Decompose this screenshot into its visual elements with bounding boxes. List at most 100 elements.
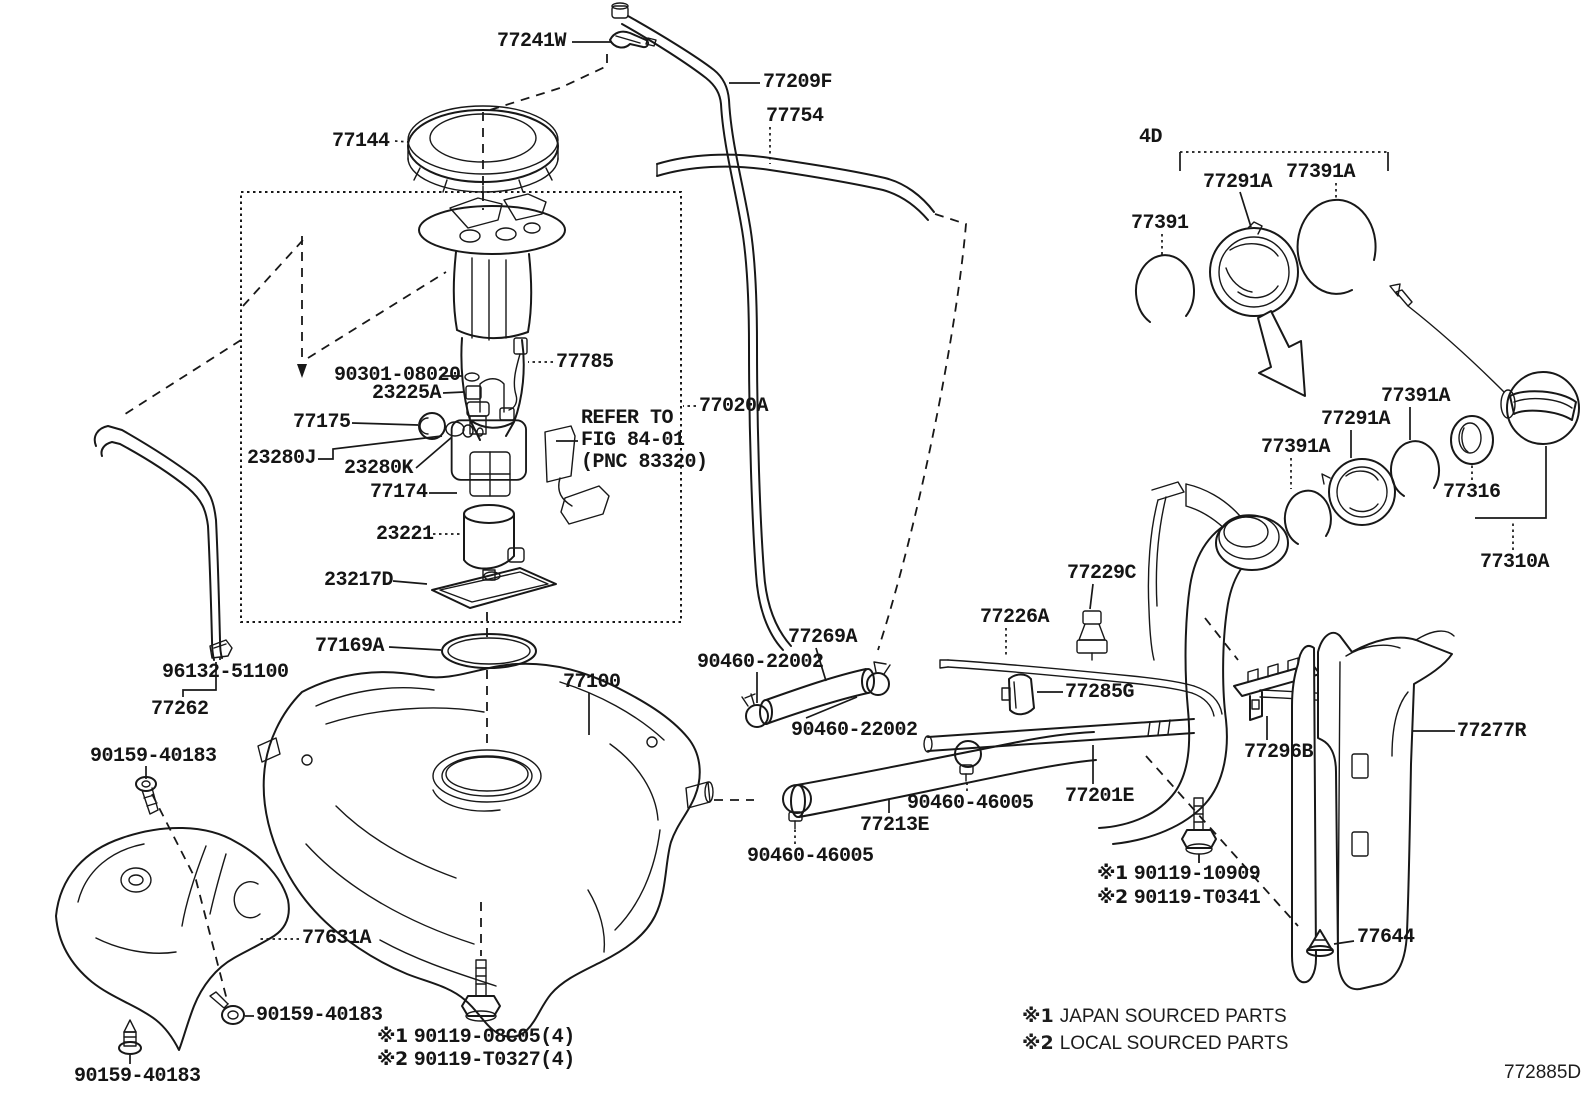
part-label-77201E: 77201E [1065, 785, 1135, 808]
label-text: 90119-10909 [1133, 863, 1261, 886]
label-text: 77269A [788, 626, 858, 649]
tube-77262-art [93, 425, 223, 661]
label-text: 77785 [556, 351, 614, 374]
screw-90159-bottom-art [118, 1019, 142, 1055]
tube-77754-art [656, 153, 935, 221]
label-text: 90159-40183 [256, 1004, 383, 1027]
part-label-77310A: 77310A [1480, 551, 1550, 574]
leader-lines [129, 41, 1547, 1064]
leader-line [415, 436, 453, 469]
label-text: 77644 [1357, 926, 1415, 949]
part-label-77213E: 77213E [860, 814, 930, 837]
footnote-marker: ※2 [1097, 886, 1128, 908]
part-label-77209F: 77209F [763, 71, 833, 94]
leader-line [1089, 583, 1094, 610]
label-text: 77174 [370, 481, 428, 504]
refer-note-leader [556, 440, 578, 442]
label-text: 77201E [1065, 785, 1135, 808]
variant-tag-4d: 4D [1139, 127, 1163, 148]
cap-group-top-art [1135, 198, 1377, 397]
fuel-tank-art [257, 662, 714, 1038]
clamp-77241W-art [609, 30, 657, 49]
leader-line [815, 647, 827, 682]
label-text: 77291A [1321, 408, 1391, 431]
label-text: 23221 [376, 523, 434, 546]
part-label-77391A-mid-left: 77391A [1261, 436, 1331, 459]
label-text: 90119-T0327(4) [413, 1049, 576, 1072]
part-label-77285G: 77285G [1065, 682, 1135, 703]
part-label-77277R: 77277R [1457, 721, 1527, 742]
label-text: 77391A [1261, 436, 1331, 459]
label-text: 23280J [247, 447, 317, 470]
part-label-90159-40183-b: 90159-40183 [256, 1005, 383, 1026]
bolt-90119-tank-art [461, 959, 501, 1022]
part-label-77785: 77785 [556, 352, 614, 373]
leader-line [351, 422, 419, 426]
label-text: 90301-08020 [334, 364, 461, 387]
part-label-96132-51100: 96132-51100 [162, 662, 289, 683]
label-text: 90460-46005 [747, 845, 874, 868]
label-text: 90119-T0341 [1133, 887, 1261, 910]
part-label-90460-46005-a: 90460-46005 [747, 846, 874, 867]
label-text: 77391 [1131, 212, 1189, 235]
refer-note-line: REFER TO [581, 407, 674, 430]
label-text: 77754 [766, 105, 824, 128]
pump-module-art [418, 193, 610, 609]
dashed-lines-art [121, 54, 1299, 1005]
part-label-77644: 77644 [1357, 927, 1415, 948]
leader-line [442, 391, 465, 394]
label-text: 77209F [763, 71, 833, 94]
pipe-77201E-art [923, 718, 1195, 753]
label-text: 77291A [1203, 171, 1273, 194]
leader-line [1475, 446, 1547, 519]
part-label-77754: 77754 [766, 106, 824, 127]
label-text: 77020A [699, 395, 769, 418]
part-label-23225A: 23225A [372, 382, 442, 405]
label-text: 77175 [293, 411, 351, 434]
label-text: 77262 [151, 698, 209, 721]
leader-line [182, 662, 217, 697]
part-label-90159-40183-c: 90159-40183 [74, 1066, 201, 1087]
shield-77277R-art [1291, 630, 1455, 991]
footnote-marker: ※1 [1022, 1005, 1054, 1027]
part-label-77100: 77100 [563, 672, 621, 693]
label-text: 90460-22002 [791, 719, 918, 742]
part-label-77175: 77175 [293, 412, 351, 433]
label-text: 77316 [1443, 481, 1501, 504]
part-label-77262: 77262 [151, 699, 209, 720]
label-text: 77144 [332, 130, 390, 153]
part-label-23280K: 23280K [344, 458, 414, 479]
clamp-90460-22002-left-art [741, 693, 769, 728]
sensor-77229C-art [1076, 610, 1108, 661]
label-text: 77213E [860, 814, 930, 837]
footnote-text: LOCAL SOURCED PARTS [1059, 1033, 1289, 1054]
label-text: 77631A [302, 927, 372, 950]
screw-90159-mid-art [209, 991, 245, 1025]
footnote-marker: ※2 [377, 1048, 408, 1070]
part-label-23280J: 23280J [247, 447, 317, 470]
label-text: 90460-46005 [907, 792, 1034, 815]
refer-note-line: (PNC 83320) [581, 451, 708, 474]
footnote-marker: ※1 [377, 1025, 408, 1047]
label-text: 77229C [1067, 562, 1137, 585]
part-label-90159-40183-a: 90159-40183 [90, 746, 217, 767]
label-text: 23225A [372, 382, 442, 405]
footnote-text: JAPAN SOURCED PARTS [1059, 1006, 1287, 1027]
label-text: 23217D [324, 569, 394, 592]
refer-note: REFER TO FIG 84-01 (PNC 83320) [581, 408, 708, 474]
label-text: 96132-51100 [162, 661, 289, 684]
label-text: 90119-08C05(4) [413, 1026, 576, 1049]
part-label-90460-22002-b: 90460-22002 [791, 720, 918, 741]
clamp-77285G-art [1001, 673, 1035, 716]
label-text: 77310A [1480, 551, 1550, 574]
leader-line [1239, 191, 1252, 228]
part-label-77391A-mid-top: 77391A [1381, 385, 1451, 408]
label-text: 77391A [1381, 385, 1451, 408]
label-text: 90460-22002 [697, 651, 824, 674]
leader-line [805, 696, 858, 719]
leader-line [318, 435, 443, 460]
gasket-77169A-art [441, 633, 537, 669]
part-label-77144: 77144 [332, 131, 390, 152]
